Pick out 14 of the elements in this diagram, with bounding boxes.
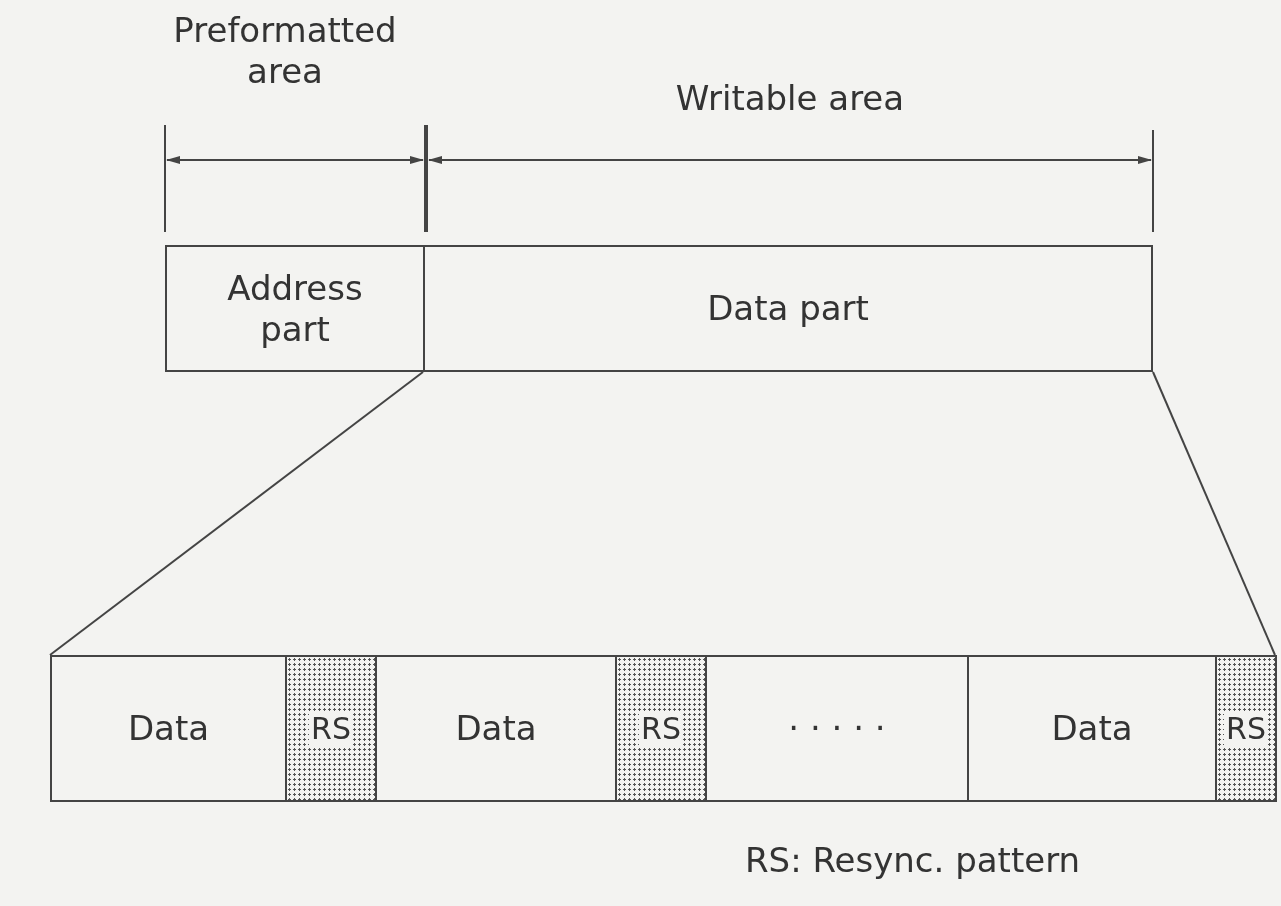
ellipsis-block: · · · · ·	[705, 655, 969, 802]
data-block: Data	[967, 655, 1217, 802]
data-block: Data	[50, 655, 287, 802]
expansion-line	[49, 371, 424, 656]
dimension-label: Writable area	[674, 78, 906, 119]
data-field: Data part	[423, 245, 1153, 372]
dimension-label: Preformatted area	[172, 10, 398, 92]
expansion-line	[1152, 371, 1276, 656]
resync-block: RS	[615, 655, 707, 802]
resync-block: RS	[285, 655, 377, 802]
address-field: Address part	[165, 245, 425, 372]
data-block: Data	[375, 655, 617, 802]
legend-note: RS: Resync. pattern	[745, 840, 1082, 881]
resync-block: RS	[1215, 655, 1277, 802]
